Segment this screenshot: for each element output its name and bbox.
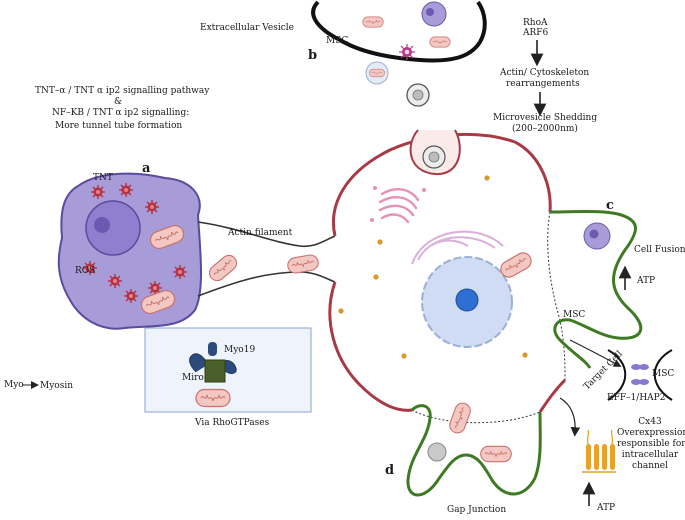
fusing-msc-membrane <box>549 210 643 369</box>
label-gap-junction: Gap Junction <box>447 505 507 515</box>
label-shedding-1: Microvesicle Shedding <box>493 113 598 123</box>
label-cx43-1: Cx43 <box>638 417 662 427</box>
label-panel-b: b <box>308 48 318 63</box>
stressed-cell-a <box>57 172 202 330</box>
golgi-apparatus <box>370 186 426 224</box>
label-msc-top: MSC <box>326 36 349 46</box>
label-atp-c: ATP <box>637 276 656 286</box>
endoplasmic-reticulum <box>411 230 504 265</box>
label-ros: ROS <box>75 266 96 276</box>
label-atp-d: ATP <box>597 503 616 513</box>
mitochondrion-tnt2 <box>286 253 320 275</box>
label-rhoa: RhoA <box>523 18 548 28</box>
gap-junction-vesicle <box>427 442 447 462</box>
mitochondrion-tnt1 <box>205 251 241 285</box>
label-actin-cyto-1: Actin/ Cytoskeleton <box>500 68 590 78</box>
recipient-cell-membrane-lower <box>328 281 413 412</box>
label-tnt-pathway-2: & <box>114 97 123 107</box>
eff1-proteins <box>631 364 649 385</box>
label-cx43-2: Overexpression <box>617 428 685 438</box>
label-shedding-2: (200–2000nm) <box>512 124 578 134</box>
label-cx43-3: responsible for <box>617 439 685 449</box>
fusion-dotted-boundary <box>547 211 566 381</box>
label-extracellular-vesicle: Extracellular Vesicle <box>200 23 294 33</box>
stressed-cell-nucleus <box>85 200 141 256</box>
arrow-to-target-cell <box>569 339 622 367</box>
label-tnt-pathway-1: TNT–α / TNT α ip2 signalling pathway <box>35 86 210 96</box>
label-panel-c: c <box>606 198 614 213</box>
label-myosin: Myosin <box>40 381 74 391</box>
label-miro: Miro <box>182 373 204 383</box>
label-actin-filament: Actin filament <box>228 228 293 238</box>
label-arf6: ARF6 <box>523 28 549 38</box>
myo19-motor <box>189 342 237 383</box>
recipient-cell-membrane <box>332 132 516 237</box>
tunnel-nanotube-upper <box>197 221 336 248</box>
mitochondrion-d2 <box>480 445 512 463</box>
label-actin-cyto-2: rearrangements <box>506 79 580 89</box>
myo19-mitochondrion <box>195 388 231 408</box>
label-cell-fusion: Cell Fusion <box>634 245 685 255</box>
cx43-connexin-channel <box>582 429 616 473</box>
label-msc-mid: MSC <box>563 310 586 320</box>
gap-junction-cell-membrane <box>406 404 542 497</box>
msc-right-arc <box>653 349 673 401</box>
label-myo: Myo <box>4 380 24 390</box>
label-tnt: TNT <box>93 173 113 183</box>
label-panel-d: d <box>385 463 395 478</box>
mitochondrion-d1 <box>447 400 473 436</box>
extracellular-vesicle-released <box>365 61 389 85</box>
label-myo19: Myo19 <box>224 345 256 355</box>
gap-junction-dotted-boundary <box>411 409 541 424</box>
vesicle-grey <box>406 83 430 107</box>
label-eff1: EFF–1/HAP2 <box>607 393 666 403</box>
label-panel-a: a <box>142 161 151 176</box>
label-msc-right: MSC <box>652 369 675 379</box>
label-tnt-pathway-3: NF–KB / TNT α ip2 signalling: <box>52 108 190 118</box>
mitochondrion-r1 <box>497 249 535 281</box>
recipient-nucleolus <box>455 288 479 312</box>
label-cx43-4: intracellular <box>621 450 679 460</box>
stressed-cell-nucleolus <box>94 217 110 233</box>
msc-top-contents <box>362 1 451 60</box>
recipient-cell-membrane-br <box>538 378 567 413</box>
msc-top-membrane <box>311 0 487 63</box>
arrow-to-cx43 <box>559 397 581 437</box>
cytoplasm-granules <box>338 175 528 359</box>
label-via-rhogtpases: Via RhoGTPases <box>195 418 270 428</box>
label-tnt-pathway-4: More tunnel tube formation <box>55 121 183 131</box>
recipient-cell-membrane-right <box>514 140 552 213</box>
label-cx43-5: channel <box>632 461 668 471</box>
target-cell-arc <box>607 349 627 401</box>
